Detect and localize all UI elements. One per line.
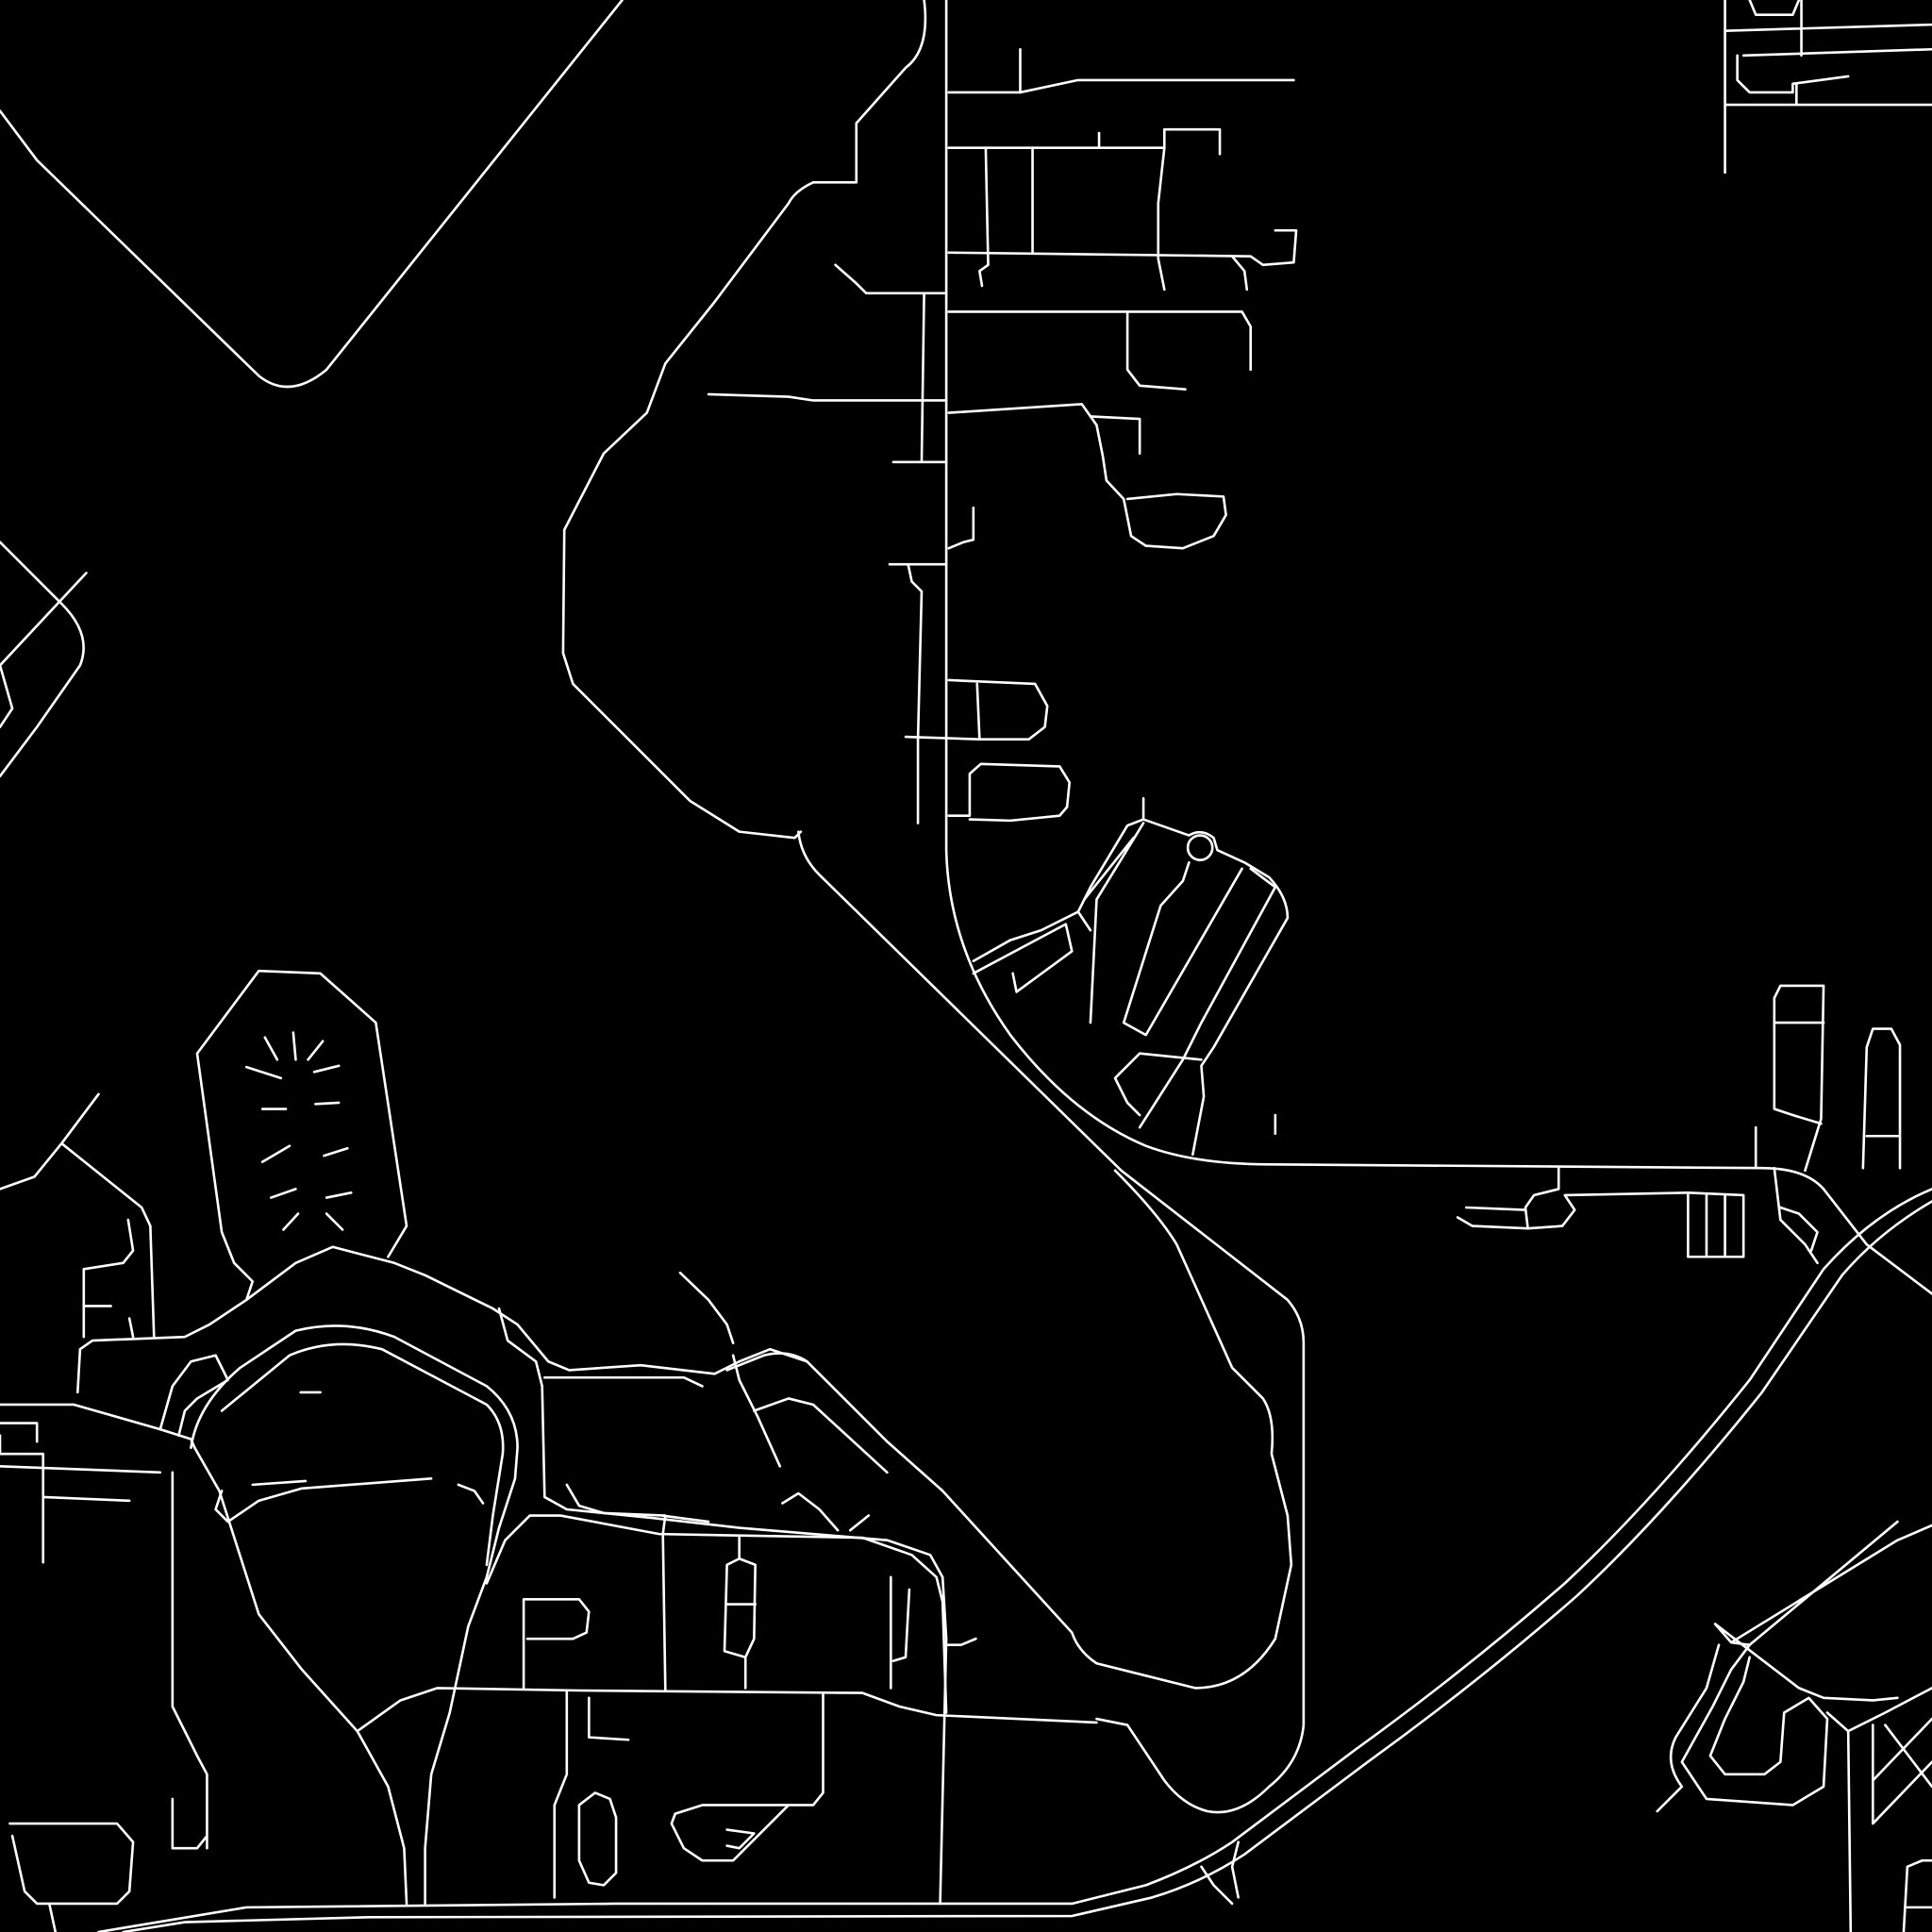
road xyxy=(1825,1687,1932,1932)
road xyxy=(553,1689,630,1899)
road xyxy=(890,1575,911,1690)
road xyxy=(97,1188,1932,1932)
road xyxy=(1200,1840,1240,1906)
road xyxy=(1524,1166,1745,1258)
road xyxy=(1754,1125,1819,1265)
road xyxy=(522,1598,591,1690)
road xyxy=(542,1375,704,1388)
road xyxy=(485,1514,948,1714)
road xyxy=(1083,822,1145,1024)
road xyxy=(944,1637,977,1646)
road xyxy=(82,1218,135,1339)
road xyxy=(707,392,948,402)
road xyxy=(947,127,1222,156)
road xyxy=(214,1391,485,1524)
road xyxy=(565,1483,710,1692)
road xyxy=(781,1491,871,1532)
road xyxy=(0,1403,408,1906)
road xyxy=(797,830,1306,1814)
road xyxy=(1230,255,1249,291)
road xyxy=(0,1434,208,1850)
road xyxy=(1773,984,1825,1173)
road xyxy=(244,1031,353,1231)
road xyxy=(497,1307,948,1906)
road xyxy=(678,1271,889,1474)
road xyxy=(190,1324,519,1906)
road xyxy=(888,562,948,824)
road xyxy=(561,0,927,840)
road xyxy=(195,969,408,1302)
road xyxy=(904,678,1049,741)
road xyxy=(1713,1520,1932,1702)
road xyxy=(75,1245,808,1394)
road xyxy=(972,818,1145,963)
road xyxy=(972,923,1074,993)
road xyxy=(670,1691,824,1862)
road xyxy=(1113,1052,1203,1117)
road xyxy=(0,541,85,778)
road xyxy=(1902,1858,1932,1932)
road xyxy=(0,1092,156,1339)
road xyxy=(0,0,624,389)
road xyxy=(1141,797,1290,1157)
road xyxy=(947,762,1072,823)
road xyxy=(947,228,1298,267)
road xyxy=(8,1822,135,1932)
road xyxy=(944,0,1932,1295)
road xyxy=(978,146,1034,288)
road xyxy=(723,1536,757,1690)
road xyxy=(158,1354,229,1437)
road xyxy=(577,1791,618,1887)
road xyxy=(0,1422,39,1443)
road xyxy=(0,572,88,728)
road xyxy=(122,1200,1932,1932)
road xyxy=(1861,1027,1902,1170)
road xyxy=(947,506,975,550)
road xyxy=(1097,131,1166,291)
road xyxy=(947,78,1295,94)
road xyxy=(834,263,948,464)
road xyxy=(1089,415,1141,455)
road xyxy=(1125,310,1187,391)
road xyxy=(1656,1643,1829,1813)
road xyxy=(220,1342,505,1567)
road xyxy=(1122,860,1277,1129)
road xyxy=(725,1169,1293,1690)
roundabout xyxy=(1186,834,1214,861)
road xyxy=(947,310,1253,372)
road xyxy=(356,1687,1098,1733)
road xyxy=(947,403,1227,550)
road xyxy=(1724,0,1932,175)
road xyxy=(1456,1206,1529,1230)
